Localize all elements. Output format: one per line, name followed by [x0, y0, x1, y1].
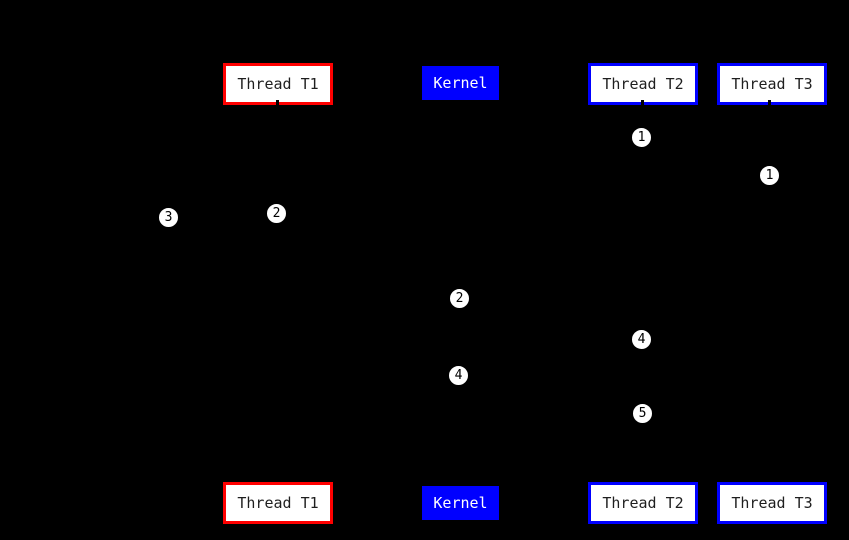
- step-badge: 4: [448, 365, 469, 386]
- step-badge: 2: [266, 203, 287, 224]
- lifeline-tick: [643, 478, 646, 484]
- lifeline-tick: [276, 478, 279, 484]
- lifeline-tick: [768, 478, 771, 484]
- participant-box-thread-t3-top: Thread T3: [717, 63, 827, 105]
- step-badge: 1: [759, 165, 780, 186]
- participant-box-kernel-bottom: Kernel: [422, 486, 499, 520]
- participant-box-thread-t1-bottom: Thread T1: [223, 482, 333, 524]
- participant-box-kernel-top: Kernel: [422, 66, 499, 100]
- lifeline-tick: [641, 100, 644, 106]
- step-badge: 3: [158, 207, 179, 228]
- step-badge: 1: [631, 127, 652, 148]
- participant-box-thread-t2-top: Thread T2: [588, 63, 698, 105]
- step-badge: 5: [632, 403, 653, 424]
- participant-box-thread-t2-bottom: Thread T2: [588, 482, 698, 524]
- participant-box-thread-t3-bottom: Thread T3: [717, 482, 827, 524]
- lifeline-tick: [768, 100, 771, 106]
- step-badge: 4: [631, 329, 652, 350]
- step-badge: 2: [449, 288, 470, 309]
- lifeline-tick: [276, 100, 279, 106]
- participant-box-thread-t1-top: Thread T1: [223, 63, 333, 105]
